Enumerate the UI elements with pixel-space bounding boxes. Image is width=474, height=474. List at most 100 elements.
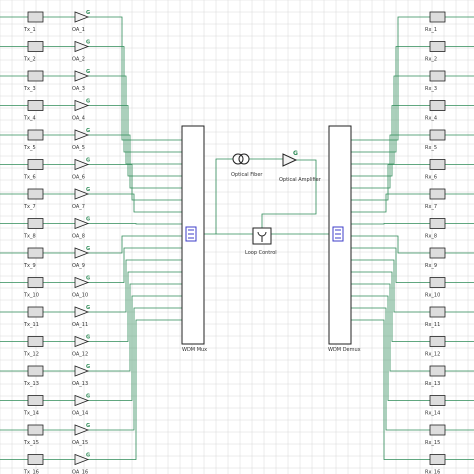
- receiver-icon: [429, 188, 446, 200]
- transmitter-1[interactable]: Tx_1: [23, 11, 44, 33]
- amplifier-12[interactable]: GOA_12: [72, 335, 90, 358]
- transmitter-6[interactable]: Tx_6: [23, 159, 44, 181]
- amplifier-15[interactable]: GOA_15: [72, 423, 90, 446]
- gain-symbol: G: [86, 40, 90, 46]
- amplifier-14[interactable]: GOA_14: [72, 394, 90, 417]
- receiver-1[interactable]: Rx_1: [425, 11, 446, 33]
- transmitter-label: Tx_3: [23, 86, 36, 92]
- amplifier-triangle-icon: [74, 365, 90, 377]
- amp-to-mux-wire: [88, 247, 182, 283]
- amplifier-gain-symbol: G: [293, 150, 298, 157]
- amplifier-2[interactable]: GOA_2: [72, 40, 90, 63]
- optical-amplifier[interactable]: G Optical Amplifier: [279, 150, 322, 183]
- demux-to-rx-wire: [351, 16, 430, 141]
- receiver-12[interactable]: Rx_12: [425, 336, 446, 358]
- loop-control[interactable]: Loop Control: [245, 227, 277, 256]
- transmitter-5[interactable]: Tx_5: [23, 129, 44, 151]
- amplifier-label: OA_9: [72, 263, 85, 269]
- transmitter-icon: [27, 70, 44, 82]
- transmitter-label: Tx_16: [23, 470, 39, 474]
- receiver-label: Rx_14: [425, 411, 440, 417]
- amplifier-16[interactable]: GOA_16: [72, 453, 90, 474]
- wdm-demux[interactable]: WDM Demux: [328, 125, 361, 353]
- amplifier-label: OA_13: [72, 381, 88, 387]
- transmitter-16[interactable]: Tx_16: [23, 454, 44, 474]
- amplifier-triangle-icon: [74, 70, 90, 82]
- transmitter-4[interactable]: Tx_4: [23, 100, 44, 122]
- gain-symbol: G: [86, 246, 90, 252]
- receiver-13[interactable]: Rx_13: [425, 365, 446, 387]
- transmitter-icon: [27, 159, 44, 170]
- transmitter-10[interactable]: Tx_10: [23, 277, 44, 299]
- amplifier-10[interactable]: GOA_10: [72, 276, 90, 299]
- amplifier-4[interactable]: GOA_4: [72, 99, 90, 122]
- receiver-7[interactable]: Rx_7: [425, 188, 446, 210]
- demux-to-rx-wire: [351, 247, 430, 283]
- optical-amplifier-label: Optical Amplifier: [279, 177, 322, 183]
- transmitter-label: Tx_7: [23, 204, 36, 210]
- amplifier-triangle-icon: [74, 217, 90, 230]
- transmitters: Tx_1Tx_2Tx_3Tx_4Tx_5Tx_6Tx_7Tx_8Tx_9Tx_1…: [23, 11, 44, 474]
- transmitter-2[interactable]: Tx_2: [23, 41, 44, 63]
- wires: [0, 16, 474, 460]
- amplifier-triangle-icon: [74, 129, 90, 141]
- receiver-3[interactable]: Rx_3: [425, 70, 446, 92]
- transmitter-icon: [27, 100, 44, 111]
- amplifier-7[interactable]: GOA_7: [72, 187, 90, 210]
- receiver-label: Rx_13: [425, 381, 440, 387]
- amp-to-mux-wire: [88, 307, 182, 431]
- receiver-8[interactable]: Rx_8: [425, 218, 446, 240]
- receiver-16[interactable]: Rx_16: [425, 454, 446, 474]
- amplifier-11[interactable]: GOA_11: [72, 305, 90, 328]
- transmitter-12[interactable]: Tx_12: [23, 336, 44, 358]
- receiver-11[interactable]: Rx_11: [425, 306, 446, 328]
- transmitter-icon: [27, 336, 44, 347]
- gain-symbol: G: [86, 158, 90, 164]
- loop-control-icon: [252, 227, 272, 245]
- transmitter-8[interactable]: Tx_8: [23, 218, 44, 240]
- amplifier-3[interactable]: GOA_3: [72, 69, 90, 92]
- amplifier-1[interactable]: GOA_1: [72, 10, 90, 33]
- transmitter-9[interactable]: Tx_9: [23, 247, 44, 269]
- gain-symbol: G: [86, 453, 90, 459]
- wdm-mux[interactable]: WDM Mux: [181, 125, 207, 353]
- transmitter-label: Tx_15: [23, 440, 39, 446]
- transmitter-14[interactable]: Tx_14: [23, 395, 44, 417]
- amplifier-5[interactable]: GOA_5: [72, 128, 90, 151]
- amp-to-mux-wire: [88, 134, 182, 189]
- receiver-10[interactable]: Rx_10: [425, 277, 446, 299]
- demux-port-icon: [332, 226, 344, 242]
- receiver-2[interactable]: Rx_2: [425, 41, 446, 63]
- transmitter-7[interactable]: Tx_7: [23, 188, 44, 210]
- transmitter-icon: [27, 454, 44, 465]
- optical-fiber[interactable]: Optical Fiber: [231, 153, 263, 178]
- receiver-6[interactable]: Rx_6: [425, 159, 446, 181]
- amplifier-triangle-icon: [74, 394, 90, 407]
- transmitter-13[interactable]: Tx_13: [23, 365, 44, 387]
- receiver-label: Rx_4: [425, 116, 437, 122]
- transmitter-3[interactable]: Tx_3: [23, 70, 44, 92]
- amplifier-8[interactable]: GOA_8: [72, 217, 90, 240]
- receiver-15[interactable]: Rx_15: [425, 424, 446, 446]
- receiver-icon: [429, 424, 446, 436]
- amp-to-mux-wire: [88, 295, 182, 401]
- demux-to-rx-wire: [351, 307, 430, 431]
- demux-to-rx-wire: [351, 164, 430, 201]
- gain-symbol: G: [86, 423, 90, 429]
- receiver-label: Rx_7: [425, 204, 437, 210]
- amplifier-6[interactable]: GOA_6: [72, 158, 90, 181]
- amplifier-label: OA_14: [72, 411, 88, 417]
- transmitter-label: Tx_11: [23, 322, 39, 328]
- receiver-icon: [429, 11, 446, 23]
- receiver-4[interactable]: Rx_4: [425, 100, 446, 122]
- transmitter-15[interactable]: Tx_15: [23, 424, 44, 446]
- transmitter-11[interactable]: Tx_11: [23, 306, 44, 328]
- receiver-14[interactable]: Rx_14: [425, 395, 446, 417]
- receiver-5[interactable]: Rx_5: [425, 129, 446, 151]
- amplifier-13[interactable]: GOA_13: [72, 364, 90, 387]
- receiver-9[interactable]: Rx_9: [425, 247, 446, 269]
- amplifier-label: OA_11: [72, 322, 88, 328]
- amplifier-9[interactable]: G OA_9: [72, 246, 90, 269]
- demux-to-rx-wire: [351, 223, 430, 225]
